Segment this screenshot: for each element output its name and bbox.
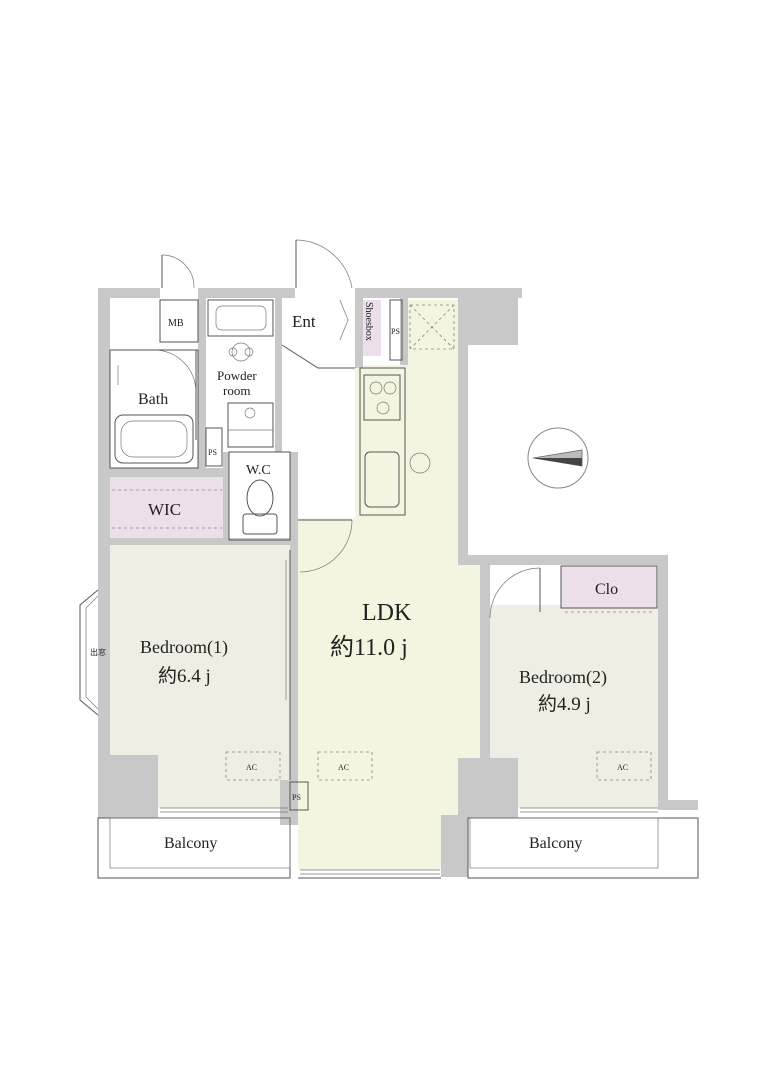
shoesbox-label: Shoesbox [363,302,374,341]
wc-label: W.C [246,463,271,478]
wic-floor [110,477,223,539]
balcony-left-label: Balcony [164,835,217,852]
bay-window-label: 出窓 [90,647,106,657]
ldk: LDK 約11.0 j AC PS [289,600,412,811]
bedroom2-size: 約4.9 j [538,693,591,715]
kitchen [359,304,455,516]
wc: W.C [228,451,291,541]
bath-label: Bath [138,391,168,408]
powder-label-2: room [223,383,250,398]
bedroom1-size: 約6.4 j [158,665,211,687]
ldk-name: LDK [362,600,412,626]
ac-ldk: AC [338,763,349,772]
bedroom2-name: Bedroom(2) [519,667,607,688]
wic-label: WIC [148,500,181,519]
clo-label: Clo [595,581,618,598]
ps-label-ldk: PS [292,793,301,802]
compass-icon [527,427,589,489]
bedroom2: Clo Bedroom(2) 約4.9 j AC [519,565,658,781]
bedroom1-floor [110,545,290,780]
ldk-floor [298,300,480,870]
mb-label: MB [168,318,184,329]
balconies [97,807,699,879]
shoesbox-floor [363,300,381,356]
bay-window: 出窓 [79,589,106,716]
bedroom1-floor-low [158,780,290,808]
walls [98,288,698,877]
powder-room: Powder room PS [205,299,274,467]
bedroom2-floor-low [518,780,658,808]
floor-fills [110,300,658,870]
ent-label: Ent [292,312,316,331]
ps-label-entry: PS [391,327,400,336]
bedroom1: Bedroom(1) 約6.4 j AC [140,637,281,781]
ac-bedroom1: AC [246,763,257,772]
bedroom2-floor [490,605,658,780]
bath: Bath [109,349,199,469]
bedroom1-name: Bedroom(1) [140,637,228,658]
ps-label-powder: PS [208,448,217,457]
balcony-right-label: Balcony [529,835,582,852]
ldk-size: 約11.0 j [330,634,408,661]
ac-bedroom2: AC [617,763,628,772]
clo-floor [561,566,657,608]
wic: WIC [112,489,222,529]
powder-label-1: Powder [217,368,257,383]
mb: MB [159,299,199,343]
doors [154,239,541,780]
entry: Ent Shoesbox PS [281,299,403,369]
